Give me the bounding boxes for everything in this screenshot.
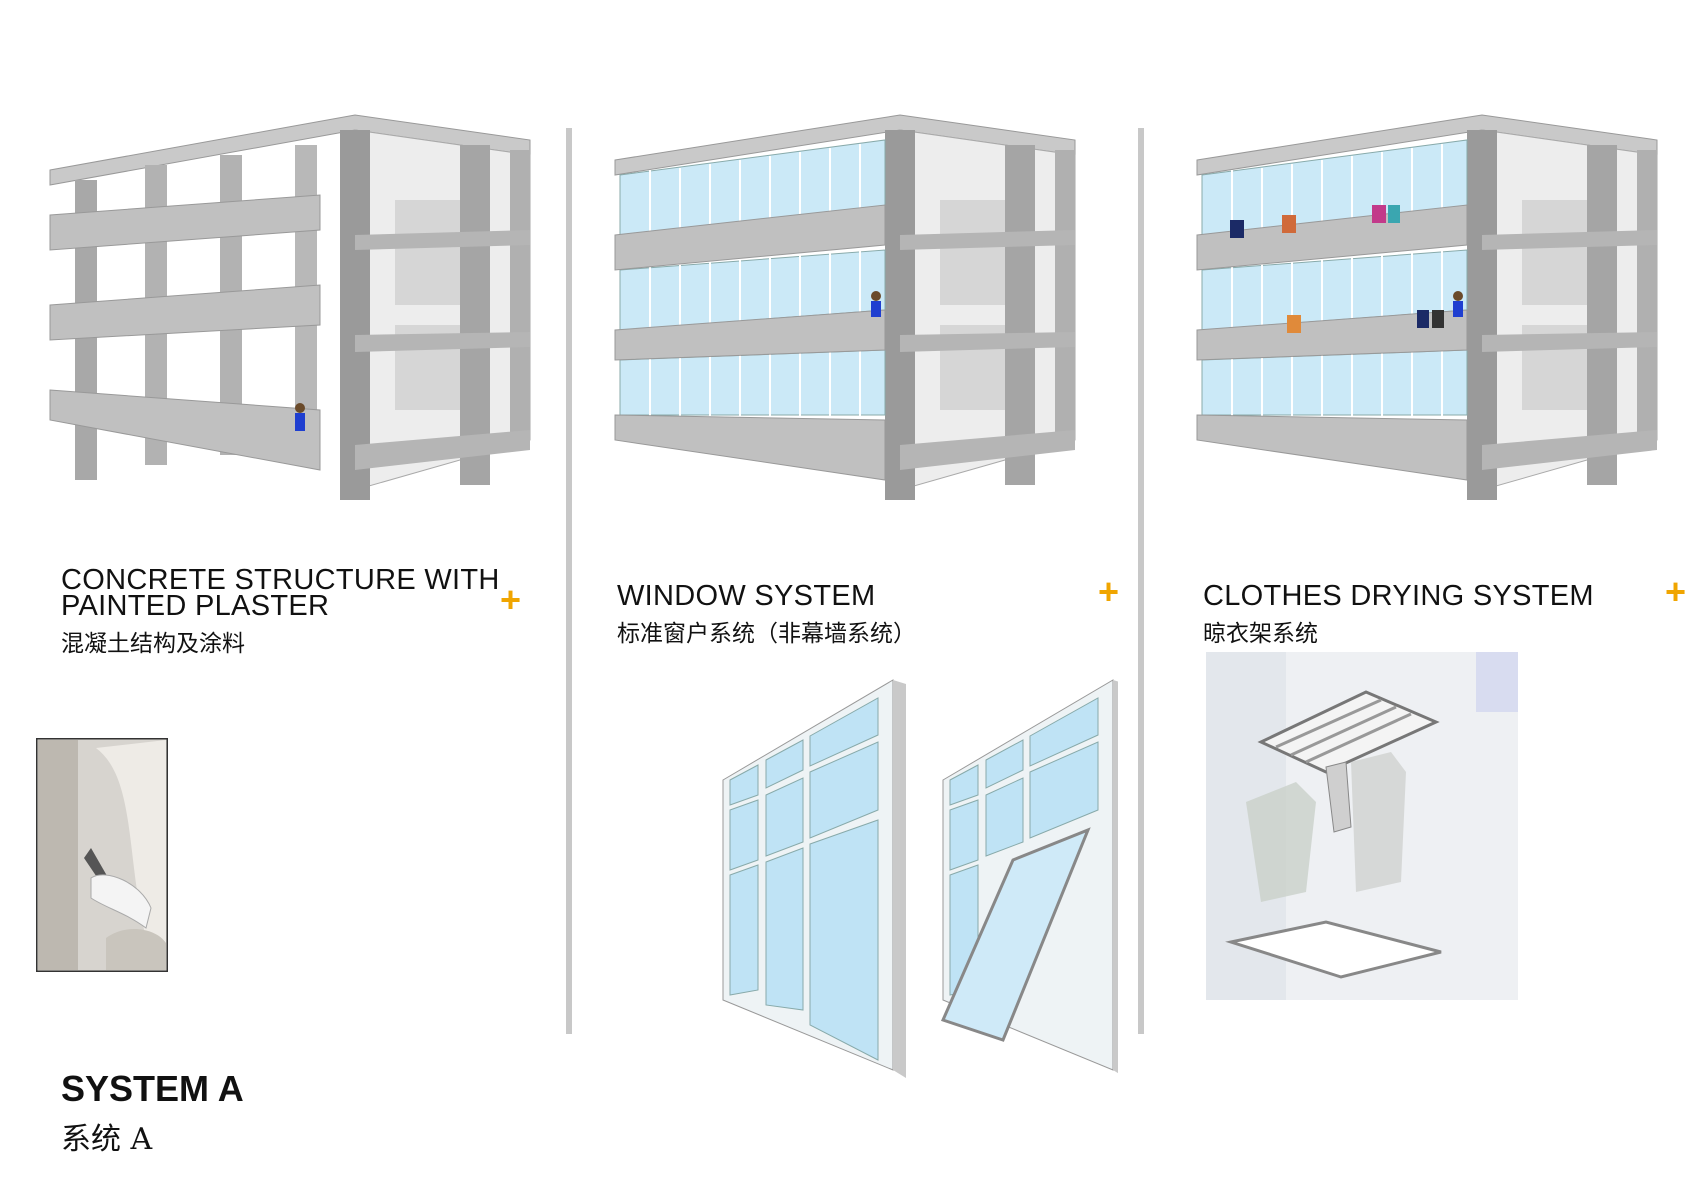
panel1-title-line2: PAINTED PLASTER bbox=[61, 590, 330, 622]
concrete-structure-illustration bbox=[49, 114, 531, 500]
window-detail-illustration bbox=[722, 679, 1118, 1078]
plaster-photo bbox=[36, 738, 168, 972]
panel3-title: CLOTHES DRYING SYSTEM bbox=[1203, 580, 1594, 612]
system-title: SYSTEM A bbox=[61, 1068, 244, 1109]
panel2-subtitle: 标准窗户系统（非幕墙系统） bbox=[617, 621, 916, 647]
panel1-subtitle: 混凝土结构及涂料 bbox=[61, 631, 245, 657]
window-system-illustration bbox=[614, 114, 1076, 500]
panel3-plus-icon[interactable]: + bbox=[1665, 571, 1687, 612]
panel1-plus-icon[interactable]: + bbox=[500, 579, 522, 620]
panel2-title: WINDOW SYSTEM bbox=[617, 580, 876, 612]
clothes-rack-illustration bbox=[1206, 652, 1518, 1000]
panel2-plus-icon[interactable]: + bbox=[1098, 571, 1120, 612]
system-subtitle: 系统 A bbox=[61, 1122, 153, 1157]
panel3-subtitle: 晾衣架系统 bbox=[1203, 621, 1318, 647]
divider-right bbox=[1138, 128, 1144, 1034]
divider-left bbox=[566, 128, 572, 1034]
clothes-drying-illustration bbox=[1196, 114, 1658, 500]
panel1-title-line1: CONCRETE STRUCTURE WITH bbox=[61, 564, 500, 596]
